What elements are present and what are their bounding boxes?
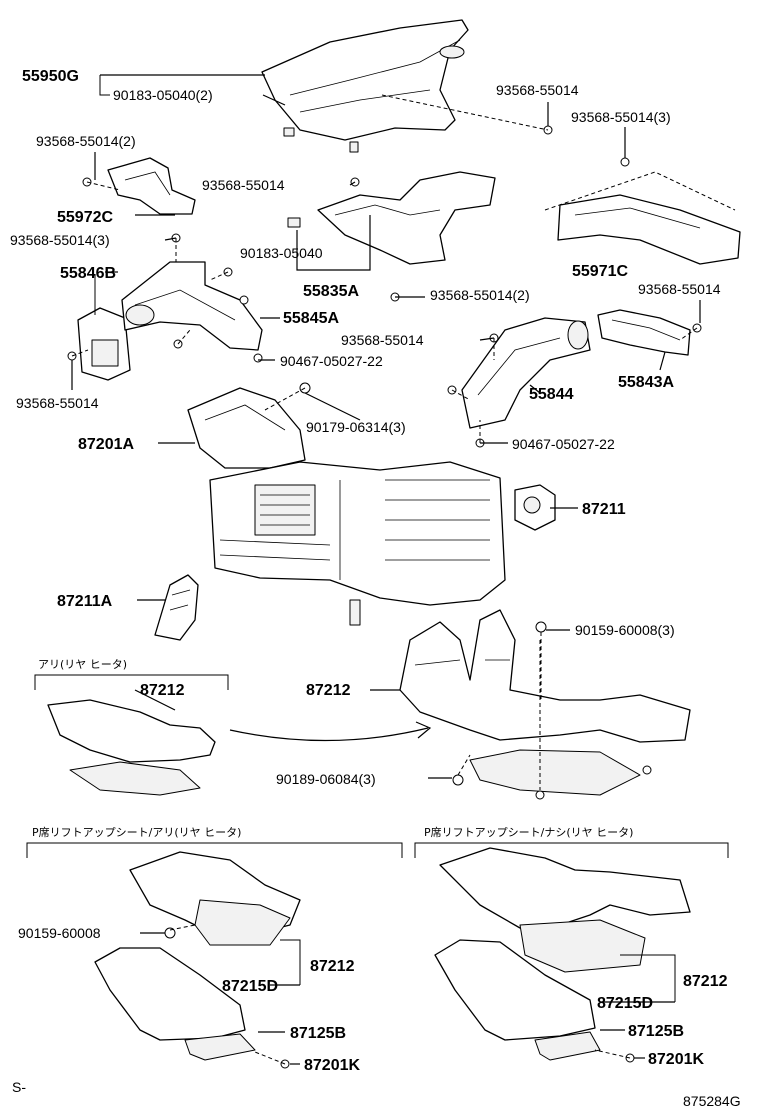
fasteners <box>67 125 702 1069</box>
part-87212-small-drawing <box>47 699 216 796</box>
label-90179-06314-3: 90179-06314(3) <box>306 419 406 435</box>
part-87211A-drawing <box>154 574 199 641</box>
figure-id: 875284G <box>683 1093 741 1109</box>
label-87201A: 87201A <box>78 436 134 453</box>
inset-arrow <box>229 721 432 742</box>
label-55845A: 55845A <box>283 310 339 327</box>
label-87211A: 87211A <box>57 593 113 610</box>
part-55845A-drawing <box>121 261 263 351</box>
label-90189-06084-3: 90189-06084(3) <box>276 771 376 787</box>
part-87211-drawing <box>514 484 556 531</box>
label-87215D-left: 87215D <box>222 978 278 995</box>
corner-marker: S- <box>12 1079 26 1095</box>
label-87212-small: 87212 <box>140 682 185 699</box>
part-hvac-unit-drawing <box>209 461 506 626</box>
inset-frames <box>26 674 729 858</box>
label-87125B-right: 87125B <box>628 1023 684 1040</box>
label-90467-05027-22-b: 90467-05027-22 <box>512 436 615 452</box>
part-lower-right-assembly-drawing <box>434 847 691 1061</box>
part-55846B-drawing <box>77 307 131 381</box>
label-93568-55014-right2: 93568-55014 <box>638 281 721 297</box>
label-93568-55014-2-mid: 93568-55014(2) <box>430 287 530 303</box>
part-87212-main-drawing <box>399 609 691 796</box>
label-90183-05040-2: 90183-05040(2) <box>113 87 213 103</box>
part-87201A-drawing <box>187 387 306 469</box>
label-87212-left: 87212 <box>310 958 355 975</box>
part-55843A-drawing <box>597 309 691 356</box>
part-lower-left-assembly-drawing <box>94 851 301 1061</box>
label-87211: 87211 <box>582 501 626 518</box>
part-55844-drawing <box>461 317 591 429</box>
label-87201K-left: 87201K <box>304 1057 360 1074</box>
label-87215D-right: 87215D <box>597 995 653 1012</box>
label-55972C: 55972C <box>57 209 113 226</box>
label-90467-05027-22-a: 90467-05027-22 <box>280 353 383 369</box>
label-93568-55014-bottomleft: 93568-55014 <box>16 395 99 411</box>
label-87201K-right: 87201K <box>648 1051 704 1068</box>
label-93568-55014-3-right: 93568-55014(3) <box>571 109 671 125</box>
label-87125B-left: 87125B <box>290 1025 346 1042</box>
label-90159-60008-left: 90159-60008 <box>18 925 101 941</box>
label-87212-right: 87212 <box>683 973 728 990</box>
label-90183-05040: 90183-05040 <box>240 245 323 261</box>
note-liftup-with-rear-heater: P席リフトアップシート/アリ(リヤ ヒータ) <box>32 825 241 839</box>
label-55971C: 55971C <box>572 263 628 280</box>
label-87212-main: 87212 <box>306 682 351 699</box>
label-55846B: 55846B <box>60 265 116 282</box>
label-55843A: 55843A <box>618 374 674 391</box>
label-93568-55014-2-left: 93568-55014(2) <box>36 133 136 149</box>
label-93568-55014-3-left: 93568-55014(3) <box>10 232 110 248</box>
label-93568-55014-a: 93568-55014 <box>496 82 579 98</box>
part-55835A-drawing <box>287 171 496 265</box>
part-55971C-drawing <box>544 171 741 265</box>
label-55950G: 55950G <box>22 68 79 85</box>
label-55844: 55844 <box>529 386 574 403</box>
part-55950G-drawing <box>261 19 469 153</box>
leader-lines <box>71 74 701 1065</box>
label-93568-55014-mid: 93568-55014 <box>202 177 285 193</box>
label-93568-55014-mid2: 93568-55014 <box>341 332 424 348</box>
note-liftup-without-rear-heater: P席リフトアップシート/ナシ(リヤ ヒータ) <box>424 825 633 839</box>
label-55835A: 55835A <box>303 283 359 300</box>
label-90159-60008-3: 90159-60008(3) <box>575 622 675 638</box>
part-55972C-drawing <box>107 157 196 215</box>
dashed-guides <box>71 94 698 1065</box>
note-with-rear-heater: アリ(リヤ ヒータ) <box>38 658 127 671</box>
